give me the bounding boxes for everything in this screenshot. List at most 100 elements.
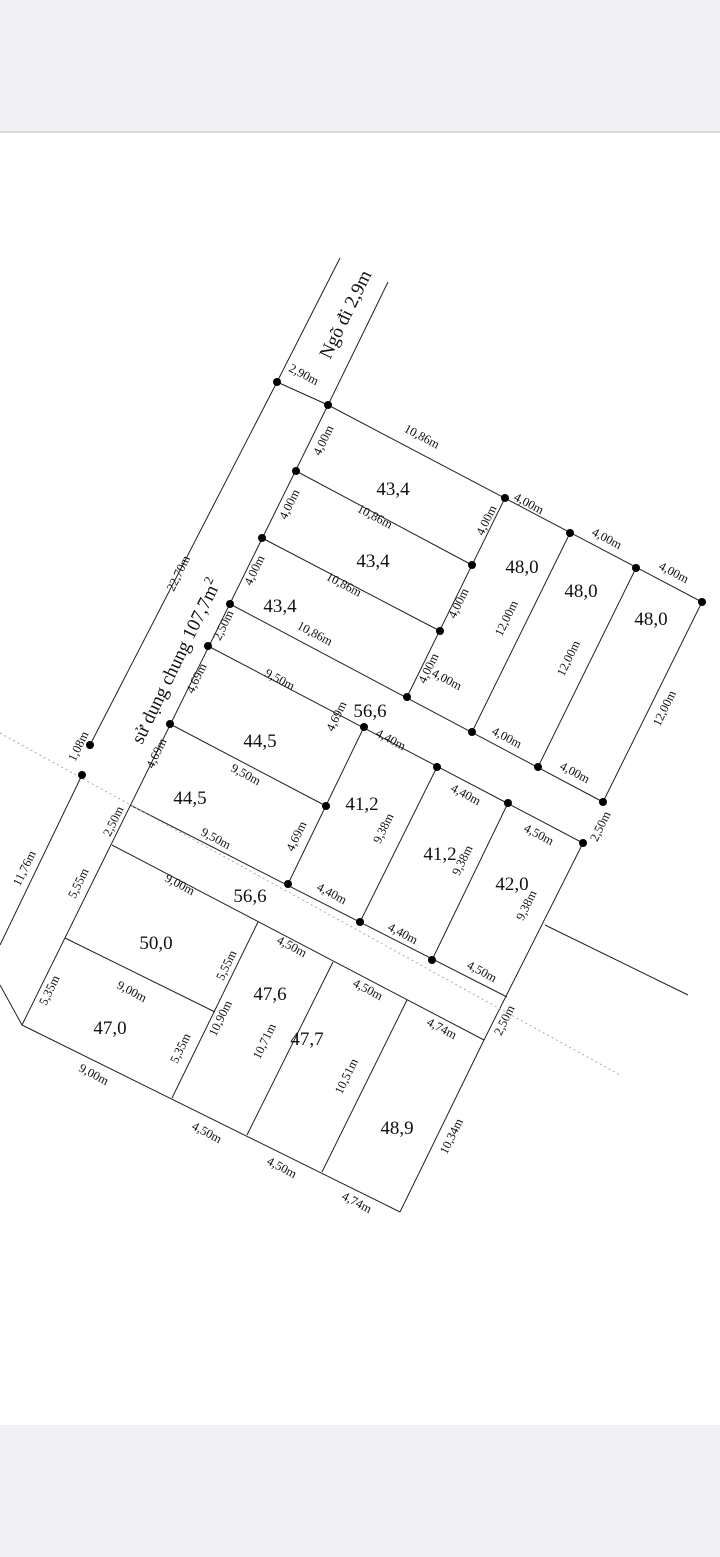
dimension-label: 4,40m [315, 880, 350, 907]
survey-point [258, 534, 266, 542]
boundary-line [321, 999, 408, 1173]
survey-point [273, 378, 281, 386]
dimension-label: 2,50m [491, 1003, 518, 1038]
survey-point [436, 627, 444, 635]
plot-area-label: 41,2 [345, 794, 378, 815]
boundary-line [89, 257, 341, 746]
boundary-line [406, 497, 506, 698]
dimension-label: 9,00m [163, 871, 198, 898]
survey-point [292, 467, 300, 475]
dimension-label: 4,50m [275, 933, 310, 960]
dimension-label: 10,86m [355, 501, 395, 531]
dimension-label: 10,34m [437, 1116, 466, 1156]
dimension-label: 4,50m [351, 976, 386, 1003]
survey-point [579, 839, 587, 847]
plot-area-label: 47,0 [93, 1018, 126, 1039]
plot-area-label: 48,0 [505, 557, 538, 578]
plot-area-label: 42,0 [495, 874, 528, 895]
dimension-label: 9,00m [115, 978, 150, 1005]
dimension-label: 22,70m [164, 553, 193, 593]
plot-area-label: 43,4 [263, 596, 297, 617]
dimension-label: 12,00m [554, 638, 583, 678]
boundary-line [0, 774, 83, 946]
boundary-line [229, 603, 604, 803]
dimension-label: 9,00m [77, 1061, 112, 1088]
dimension-label: 4,00m [473, 503, 500, 538]
dimension-label: 5,35m [36, 973, 63, 1008]
boundary-line [246, 961, 334, 1136]
dimension-label: 4,00m [512, 490, 547, 517]
dimension-label: 4,74m [425, 1015, 460, 1042]
survey-point [166, 720, 174, 728]
survey-point [324, 401, 332, 409]
road-label: Ngõ đi 2,9m [316, 267, 377, 362]
plot-area-label: 43,4 [376, 479, 410, 500]
survey-point [501, 494, 509, 502]
dimension-label: 4,69m [323, 699, 350, 734]
boundary-line [207, 645, 584, 1213]
survey-point [322, 802, 330, 810]
plot-area-label: 48,0 [634, 609, 667, 630]
survey-point [468, 728, 476, 736]
plot-area-label: 43,4 [356, 551, 390, 572]
boundary-line [276, 381, 703, 803]
plot-area-label: 41,2 [423, 844, 456, 865]
survey-point [356, 918, 364, 926]
plot-area-label: 44,5 [173, 788, 206, 809]
plot-area-label: 56,6 [353, 701, 386, 722]
dimension-label: 2,50m [587, 809, 614, 844]
boundary-line [261, 537, 441, 632]
dimension-label: 10,51m [332, 1056, 361, 1096]
survey-point [599, 798, 607, 806]
survey-point [433, 763, 441, 771]
plot-area-label: 47,6 [253, 984, 286, 1005]
survey-point [632, 564, 640, 572]
drawing-sheet [0, 131, 720, 1427]
survey-point [468, 561, 476, 569]
plot-area-label: 48,9 [380, 1118, 413, 1139]
boundary-line [471, 532, 571, 733]
dimension-label: 9,50m [199, 825, 234, 852]
dimension-label: 4,74m [340, 1189, 375, 1216]
bottom-band [0, 1425, 720, 1557]
dotted-reference-line [0, 732, 621, 1076]
boundary-line [544, 924, 689, 996]
boundary-line [431, 802, 509, 961]
dimension-label: 4,00m [241, 553, 268, 588]
survey-point [78, 771, 86, 779]
top-band [0, 0, 720, 131]
boundary-line [0, 984, 23, 1026]
dimension-label: 9,38m [370, 811, 397, 846]
dimension-label: 4,00m [276, 487, 303, 522]
dimension-label: 4,40m [386, 920, 421, 947]
boundary-line [295, 470, 473, 566]
survey-point [403, 693, 411, 701]
dimension-label: 10,86m [295, 618, 335, 648]
dimension-label: 2,50m [210, 608, 237, 643]
boundary-line [129, 804, 508, 998]
plot-area-label: 56,6 [233, 886, 266, 907]
dimension-label: 12,00m [650, 688, 679, 728]
shared-area-text: sử dụng chung 107,7m [128, 581, 223, 747]
survey-point [226, 600, 234, 608]
boundary-line [21, 1024, 401, 1213]
dimension-label: 4,00m [310, 423, 337, 458]
boundary-line [169, 723, 327, 807]
survey-point [204, 642, 212, 650]
dimension-label: 4,00m [590, 525, 625, 552]
plot-area-label: 47,7 [290, 1029, 323, 1050]
dimension-label: 4,00m [657, 559, 692, 586]
boundary-line [111, 844, 485, 1041]
survey-point [534, 763, 542, 771]
survey-point [504, 799, 512, 807]
dimension-label: 10,71m [250, 1021, 279, 1061]
dimension-label: 4,40m [374, 726, 409, 753]
dimension-label: 12,00m [492, 598, 521, 638]
plot-area-label: 48,0 [564, 581, 597, 602]
dimension-label: 4,50m [265, 1154, 300, 1181]
survey-point [698, 598, 706, 606]
dimension-label: 4,69m [183, 661, 210, 696]
boundary-line [171, 921, 259, 1099]
dimension-label: 9,50m [263, 666, 298, 693]
